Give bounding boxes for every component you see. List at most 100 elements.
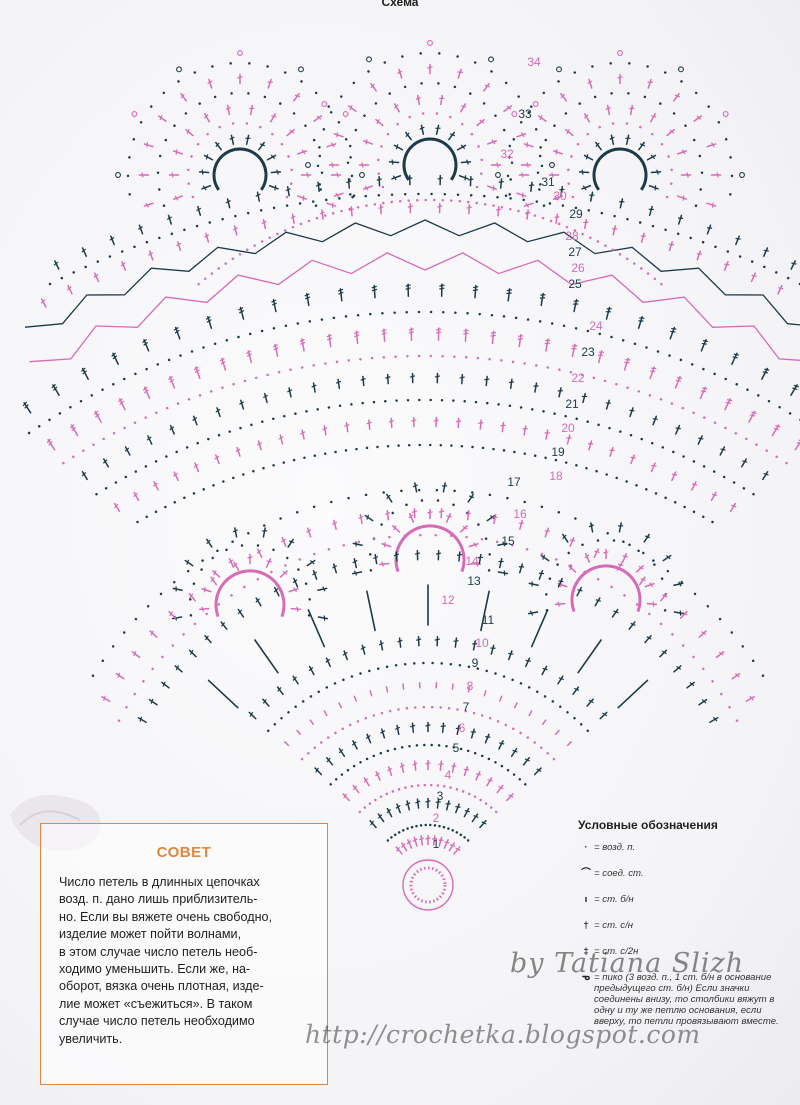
double-crochet-stitch <box>470 728 476 739</box>
chain-stitch <box>405 310 408 314</box>
chain-stitch <box>449 534 453 538</box>
chain-stitch <box>300 80 303 83</box>
chain-stitch <box>396 122 399 126</box>
chain-stitch <box>478 312 481 316</box>
double-crochet-stitch <box>763 247 769 257</box>
chain-stitch <box>372 537 376 541</box>
chain-stitch <box>573 229 577 232</box>
double-crochet-stitch <box>278 434 284 445</box>
double-crochet-stitch <box>351 570 363 576</box>
chain-stitch <box>314 91 318 95</box>
double-crochet-stitch <box>335 378 342 390</box>
chain-stitch <box>406 398 410 402</box>
chain-stitch <box>203 277 207 281</box>
chain-stitch <box>177 80 180 83</box>
chain-stitch <box>417 488 421 492</box>
chain-stitch <box>312 552 316 556</box>
double-crochet-stitch <box>554 213 560 224</box>
picot-mark <box>488 56 494 63</box>
double-crochet-stitch <box>451 762 457 773</box>
double-crochet-stitch <box>525 209 531 220</box>
treble-crochet-stitch <box>238 306 245 320</box>
chain-stitch <box>394 355 397 358</box>
chain-stitch <box>400 746 404 749</box>
chain-stitch <box>477 523 480 526</box>
chain-stitch <box>612 539 616 542</box>
chain-stitch <box>377 194 381 197</box>
chain-stitch <box>672 450 675 454</box>
chain-stitch <box>197 282 200 286</box>
chain-stitch <box>225 548 228 552</box>
chain-stitch <box>422 705 426 709</box>
chain-stitch <box>785 461 788 465</box>
chain-stitch <box>567 182 570 185</box>
chain-stitch <box>91 674 95 677</box>
chain-stitch <box>480 754 484 758</box>
chain-stitch <box>578 102 581 105</box>
chain-stitch <box>347 496 350 500</box>
double-crochet-stitch <box>290 213 296 224</box>
double-crochet-stitch <box>431 835 438 846</box>
chain-stitch <box>556 563 559 566</box>
chain-stitch <box>730 174 734 178</box>
double-crochet-stitch <box>143 142 154 148</box>
tip-line: возд. п. дано лишь приблизитель- <box>59 892 258 907</box>
chain-stitch <box>69 405 72 409</box>
double-crochet-stitch <box>143 202 154 208</box>
chain-stitch <box>90 394 93 397</box>
picot-mark <box>176 66 182 73</box>
chain-stitch <box>104 487 108 490</box>
chain-stitch <box>480 537 484 541</box>
chain-stitch <box>230 92 233 95</box>
double-crochet-stitch <box>673 665 682 673</box>
treble-crochet-stitch <box>472 284 479 299</box>
treble-crochet-stitch <box>669 326 677 340</box>
double-crochet-stitch <box>498 178 504 189</box>
single-crochet-stitch <box>451 683 454 690</box>
treble-crochet-stitch <box>299 338 306 352</box>
chain-stitch <box>692 138 696 142</box>
double-crochet-stitch <box>414 549 421 561</box>
chain-stitch <box>523 362 526 365</box>
double-crochet-stitch <box>405 131 412 141</box>
chain-stitch <box>626 386 629 389</box>
double-crochet-stitch <box>258 141 266 151</box>
chain-stitch <box>479 798 482 802</box>
double-crochet-stitch <box>427 508 433 520</box>
chain-stitch <box>564 414 567 418</box>
legend-title: Условные обозначения <box>578 818 718 832</box>
double-crochet-stitch <box>427 63 433 75</box>
double-crochet-stitch <box>192 415 198 426</box>
chain-stitch <box>670 182 673 185</box>
double-crochet-stitch <box>516 132 527 138</box>
chain-stitch <box>483 194 486 198</box>
chain-stitch <box>471 445 474 449</box>
legend-text: = пико (3 возд. п., 1 ст. б/н в основани… <box>594 972 779 1027</box>
treble-crochet-stitch <box>46 438 56 451</box>
chain-stitch <box>542 204 546 207</box>
chain-stitch <box>348 144 352 148</box>
double-crochet-stitch <box>671 471 678 482</box>
chain-stitch <box>509 197 512 200</box>
double-crochet-stitch <box>176 241 182 252</box>
row-number: 5 <box>453 741 460 755</box>
chain-stitch <box>439 443 443 447</box>
double-crochet-stitch <box>333 132 344 138</box>
chain-stitch <box>224 262 227 265</box>
chain-stitch <box>488 553 491 556</box>
tip-line: ходимо уменьшить. Если же, на- <box>59 962 251 977</box>
double-crochet-stitch <box>412 482 418 493</box>
double-crochet-stitch <box>479 820 487 829</box>
treble-crochet-stitch <box>544 338 551 352</box>
double-crochet-stitch <box>397 637 403 648</box>
double-crochet-stitch <box>625 134 631 145</box>
double-crochet-stitch <box>148 250 154 261</box>
double-crochet-stitch <box>540 554 550 562</box>
chain-stitch <box>610 585 613 589</box>
chain-stitch <box>272 327 276 330</box>
double-crochet-stitch <box>476 118 485 127</box>
chain-stitch <box>101 388 104 391</box>
chain-stitch <box>380 711 384 715</box>
chain-stitch <box>407 443 411 447</box>
double-crochet-stitch <box>762 471 769 481</box>
